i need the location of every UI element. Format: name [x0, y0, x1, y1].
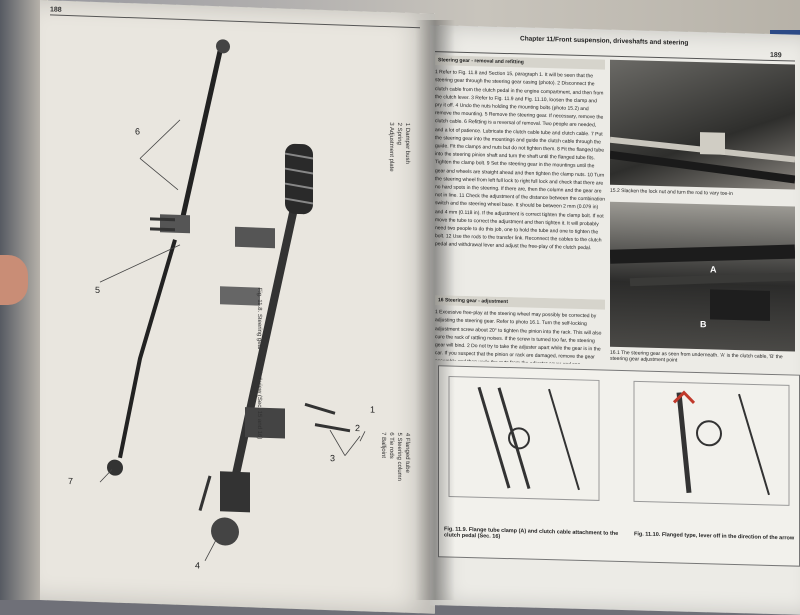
book-gutter: [415, 20, 455, 600]
page-header-rule: [50, 14, 420, 29]
chapter-header: Chapter 11/Front suspension, driveshafts…: [520, 35, 689, 47]
photo-15-2: [610, 59, 795, 190]
right-page-number: 189: [770, 51, 782, 60]
photo-underside-detail: [610, 244, 795, 321]
section-title: Steering gear - removal and refitting: [435, 55, 605, 70]
callout-7: 7: [68, 475, 74, 487]
hand: [0, 255, 28, 305]
flanged-tube: [220, 471, 250, 513]
damper-spring: [284, 143, 314, 215]
legend-line: 4 Flanged tube: [404, 432, 410, 473]
left-page: 188: [40, 0, 435, 614]
lower-balljoint: [107, 459, 123, 476]
photo-15-2-caption: 15.2 Slacken the lock nut and turn the r…: [610, 187, 733, 197]
middle-bracket: [220, 286, 260, 306]
callout-6: 6: [135, 126, 141, 137]
mount-bracket: [235, 226, 275, 249]
callout-4: 4: [195, 560, 201, 571]
left-figure-caption: Fig. 11.8. Steering gear - exploded view…: [256, 287, 262, 440]
photo-tie-rod-detail: [610, 132, 795, 184]
steering-column-tube: [226, 202, 299, 503]
photo-label-b: B: [700, 319, 707, 330]
callout-2: 2: [355, 423, 361, 434]
legend-line: 7 Balljoint: [380, 431, 386, 459]
upper-balljoint: [216, 39, 230, 54]
steering-gear-exploded-diagram: [99, 39, 366, 561]
fig-11-9-drawing: [448, 375, 790, 506]
section-adjustment: 16 Steering gear - adjustment 1 Excessiv…: [435, 295, 605, 365]
callout-5: 5: [95, 284, 101, 296]
photo-16-1: A B: [610, 201, 795, 352]
section-body: 1 Excessive free-play at the steering wh…: [435, 309, 602, 365]
photo-label-a: A: [710, 264, 717, 275]
right-page: Chapter 11/Front suspension, driveshafts…: [430, 25, 800, 615]
legend-line: 6 Tie rods: [388, 432, 394, 459]
photo-16-1-caption: 16.1 The steering gear as seen from unde…: [610, 349, 783, 364]
legend-line: 3 Adjustment plate: [388, 122, 394, 172]
legend-line: 5 Steering column: [396, 432, 402, 482]
section-body: 1 Refer to Fig. 11.8 and Section 15, par…: [435, 69, 605, 252]
figures-11-9-11-10: Fig. 11.9. Flange tube clamp (A) and clu…: [438, 365, 800, 567]
legend-line: 1 Damper bush: [404, 122, 410, 164]
fig-11-9-caption: Fig. 11.9. Flange tube clamp (A) and clu…: [444, 526, 619, 540]
left-page-number: 188: [50, 6, 62, 14]
lower-tie-rod: [118, 239, 177, 459]
section-removal-refitting: Steering gear - removal and refitting 1 …: [435, 55, 605, 299]
callout-1: 1: [370, 404, 376, 415]
upper-tie-rod: [177, 50, 223, 231]
flange: [211, 517, 239, 546]
legend-line: 2 Spring: [396, 122, 402, 146]
steering-gear-housing: [245, 407, 285, 439]
callout-3: 3: [330, 453, 336, 464]
fig-11-10-caption: Fig. 11.10. Flanged type, lever off in t…: [634, 531, 795, 542]
